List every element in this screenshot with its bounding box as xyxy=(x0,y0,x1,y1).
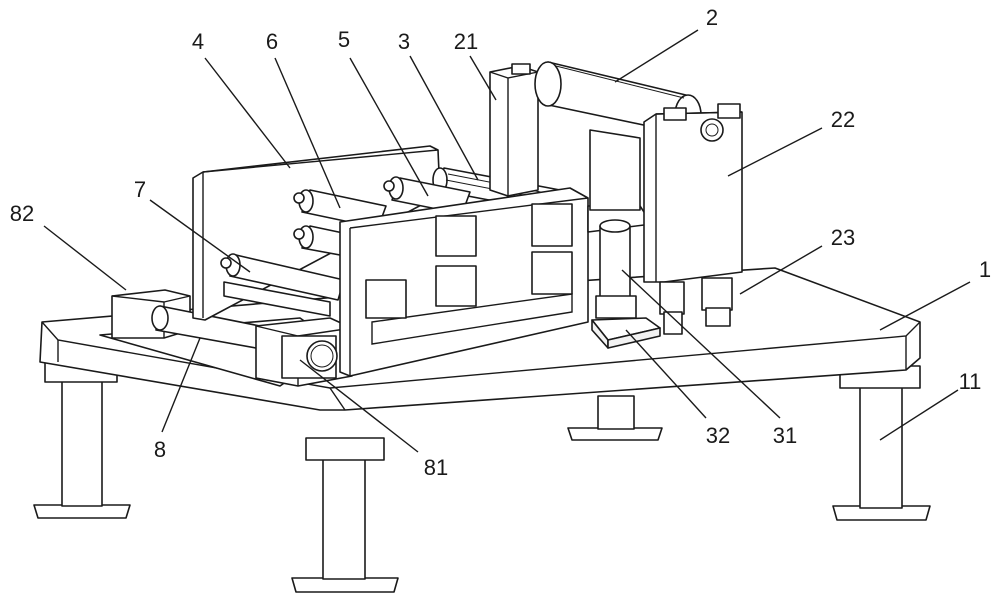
motor-box-81 xyxy=(255,317,353,387)
callout-4: 4 xyxy=(191,29,205,54)
leg-front-left xyxy=(291,437,399,593)
callout-23: 23 xyxy=(830,225,856,250)
roller-7 xyxy=(220,253,345,317)
callout-21: 21 xyxy=(453,29,479,54)
callout-32: 32 xyxy=(705,423,731,448)
leg-back-left xyxy=(33,361,131,519)
leg-front-right xyxy=(832,365,931,521)
callout-11: 11 xyxy=(958,369,982,394)
front-frame-plate xyxy=(339,187,589,377)
center-column xyxy=(589,129,641,211)
callout-8: 8 xyxy=(153,437,167,462)
callout-1: 1 xyxy=(978,257,992,282)
mounting-block-22 xyxy=(643,103,743,283)
rod-23 xyxy=(659,277,733,335)
callout-22: 22 xyxy=(830,107,856,132)
leg-back-middle xyxy=(567,395,663,441)
bracket-21 xyxy=(489,63,539,197)
callout-5: 5 xyxy=(337,27,351,52)
callout-31: 31 xyxy=(772,423,798,448)
callout-2: 2 xyxy=(705,5,719,30)
callout-7: 7 xyxy=(133,177,147,202)
callout-3: 3 xyxy=(397,29,411,54)
cylinder-31 xyxy=(595,219,637,319)
leader-lines xyxy=(43,29,971,453)
callout-82: 82 xyxy=(9,201,35,226)
callout-6: 6 xyxy=(265,29,279,54)
callout-81: 81 xyxy=(423,455,449,480)
